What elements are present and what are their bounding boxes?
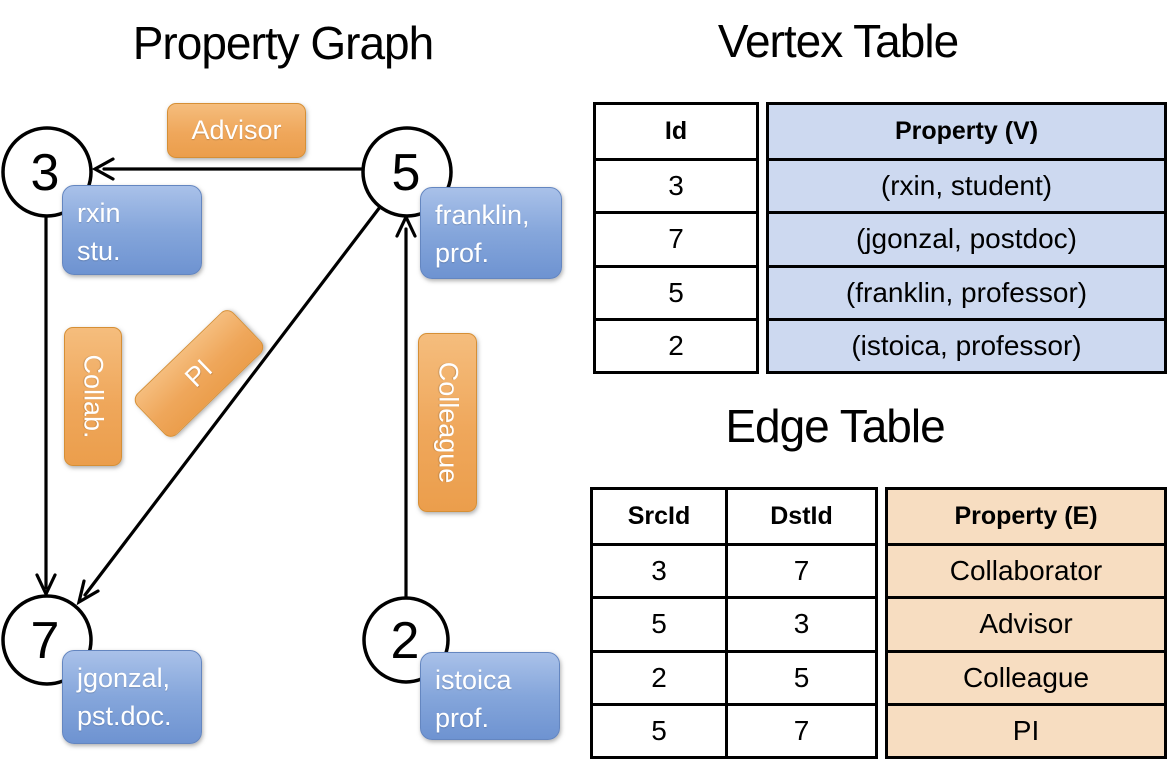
table-cell: 5: [725, 649, 875, 703]
vertex-id-7: 7: [31, 612, 60, 670]
edge-label-colleague-text: Colleague: [433, 361, 463, 484]
vertex-ids: 3 5 7 2: [31, 144, 421, 670]
vertex-table-id-column: Id 3 7 5 2: [593, 102, 759, 374]
vertex-label-istoica-line2: prof.: [435, 703, 490, 734]
table-cell: 5: [593, 596, 725, 649]
edge-label-colleague: Colleague: [418, 333, 477, 512]
table-cell: 7: [596, 211, 756, 264]
vertex-label-franklin: franklin, prof.: [420, 187, 562, 279]
edge-label-advisor: Advisor: [167, 103, 306, 158]
table-cell: 3: [596, 158, 756, 211]
table-cell: 2: [593, 649, 725, 703]
table-cell: (franklin, professor): [769, 264, 1164, 318]
property-graph-title: Property Graph: [132, 17, 434, 69]
arrowhead-3-7: [35, 573, 57, 598]
vertex-table-property-column: Property (V) (rxin, student) (jgonzal, p…: [766, 102, 1167, 374]
table-cell: (rxin, student): [769, 158, 1164, 211]
edge-table-title: Edge Table: [725, 400, 945, 452]
vertex-id-3: 3: [31, 144, 60, 202]
vertex-label-franklin-line2: prof.: [435, 238, 490, 269]
vertex-table-header-id: Id: [664, 117, 688, 146]
table-cell: 7: [725, 543, 875, 597]
vertex-label-istoica: istoica prof.: [420, 652, 560, 740]
vertex-id-2: 2: [391, 612, 420, 670]
vertex-id-5: 5: [392, 144, 421, 202]
table-cell: (jgonzal, postdoc): [769, 211, 1164, 264]
table-cell: Colleague: [888, 649, 1164, 703]
edge-label-advisor-text: Advisor: [191, 115, 282, 145]
edge-line-5-7: [83, 205, 382, 597]
edge-table-header-property: Property (E): [954, 502, 1098, 531]
vertex-table-header-property: Property (V): [894, 117, 1039, 146]
edge-label-collab: Collab.: [64, 327, 122, 466]
table-cell: 5: [596, 264, 756, 318]
vertex-label-rxin-line1: rxin: [77, 198, 121, 228]
table-cell: 7: [725, 702, 875, 756]
vertex-label-franklin-line1: franklin,: [435, 200, 530, 230]
table-cell: 5: [593, 702, 725, 756]
table-cell: 2: [596, 317, 756, 371]
table-cell: Collaborator: [888, 543, 1164, 596]
table-cell: 3: [725, 596, 875, 650]
vertex-label-istoica-line1: istoica: [435, 665, 512, 695]
table-cell: PI: [888, 702, 1164, 756]
edge-label-pi-text: PI: [179, 353, 219, 393]
edge-table-property-column: Property (E) Collaborator Advisor Collea…: [885, 487, 1167, 759]
edge-table-header-srcid: SrcId: [627, 502, 691, 531]
table-cell: Advisor: [888, 596, 1164, 649]
vertex-label-jgonzal-line2: pst.doc.: [77, 701, 172, 732]
arrowhead-5-3: [91, 157, 115, 181]
table-cell: (istoica, professor): [769, 317, 1164, 371]
vertex-label-jgonzal: jgonzal, pst.doc.: [62, 650, 202, 744]
vertex-table-title: Vertex Table: [717, 15, 959, 67]
vertex-label-rxin-line2: stu.: [77, 236, 121, 267]
edge-label-collab-text: Collab.: [78, 354, 109, 439]
arrowhead-5-7: [76, 579, 100, 606]
edge-table-header-dstid: DstId: [725, 490, 875, 544]
edge-table-id-columns: SrcId DstId 3 7 5 3 2 5 5 7: [590, 487, 878, 759]
table-cell: 3: [593, 543, 725, 596]
vertex-label-rxin: rxin stu.: [62, 185, 202, 275]
edge-arrows: [35, 157, 417, 606]
vertex-label-jgonzal-line1: jgonzal,: [77, 663, 171, 693]
